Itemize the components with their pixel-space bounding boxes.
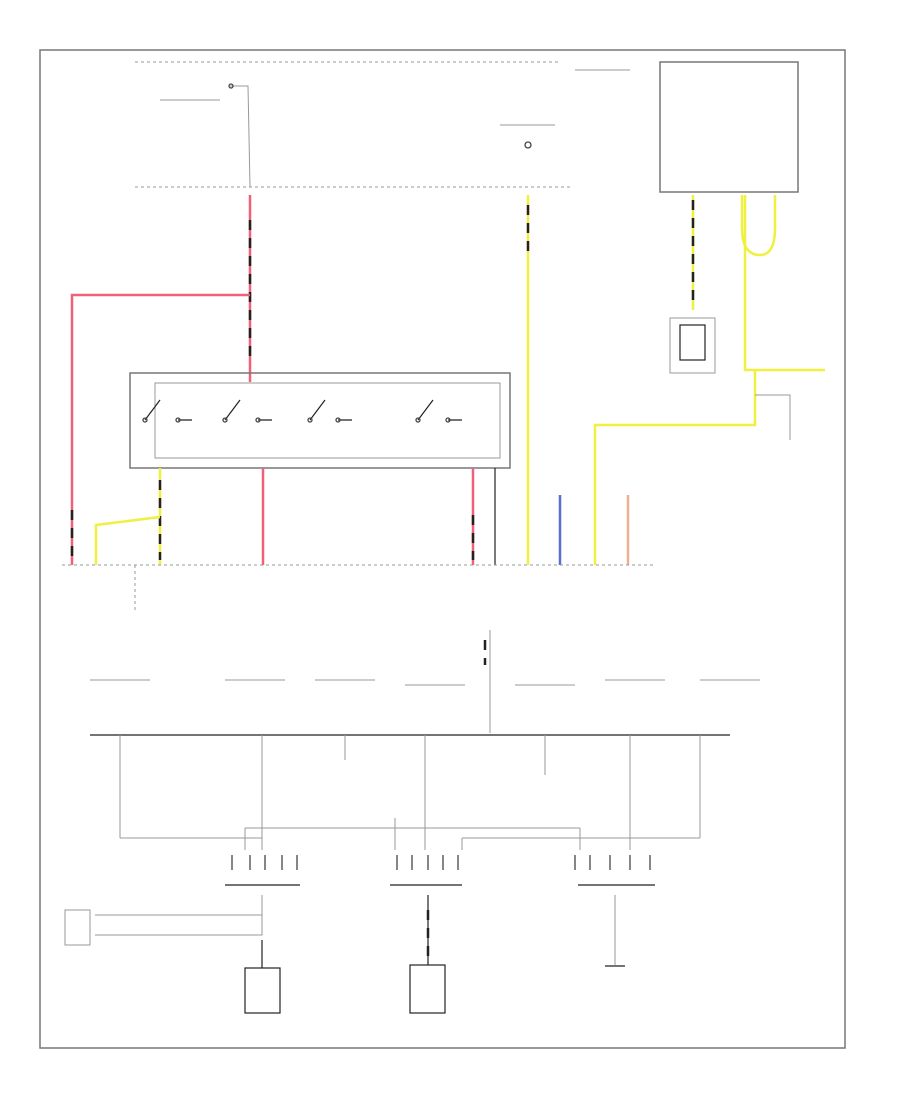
faint-label-marks xyxy=(90,69,760,686)
long-yellow-wire xyxy=(593,370,757,565)
module-loop-wire xyxy=(740,195,777,257)
module-connector xyxy=(669,317,716,374)
ground-branch xyxy=(755,394,791,440)
feed-terminal xyxy=(524,141,532,149)
bottom-center-component xyxy=(409,964,446,1014)
switch-assembly-inner xyxy=(154,382,501,459)
bottom-left-component xyxy=(244,967,281,1014)
control-module xyxy=(659,61,799,193)
connector-left xyxy=(225,855,300,886)
yellow-jumper-wire xyxy=(94,515,161,565)
fuse-lead xyxy=(230,85,251,188)
connector-center xyxy=(390,855,462,886)
red-branch-wire xyxy=(70,293,250,565)
left-lead xyxy=(95,895,263,936)
distribution-lines xyxy=(119,735,701,850)
connector-body xyxy=(679,324,706,361)
diagram-frame xyxy=(39,49,846,1049)
module-drop-wire xyxy=(743,195,825,372)
fuse-terminal xyxy=(228,83,234,89)
switch-contacts xyxy=(142,399,462,423)
connector-right xyxy=(574,855,655,886)
left-switch xyxy=(64,909,91,946)
switch-assembly xyxy=(129,372,511,469)
